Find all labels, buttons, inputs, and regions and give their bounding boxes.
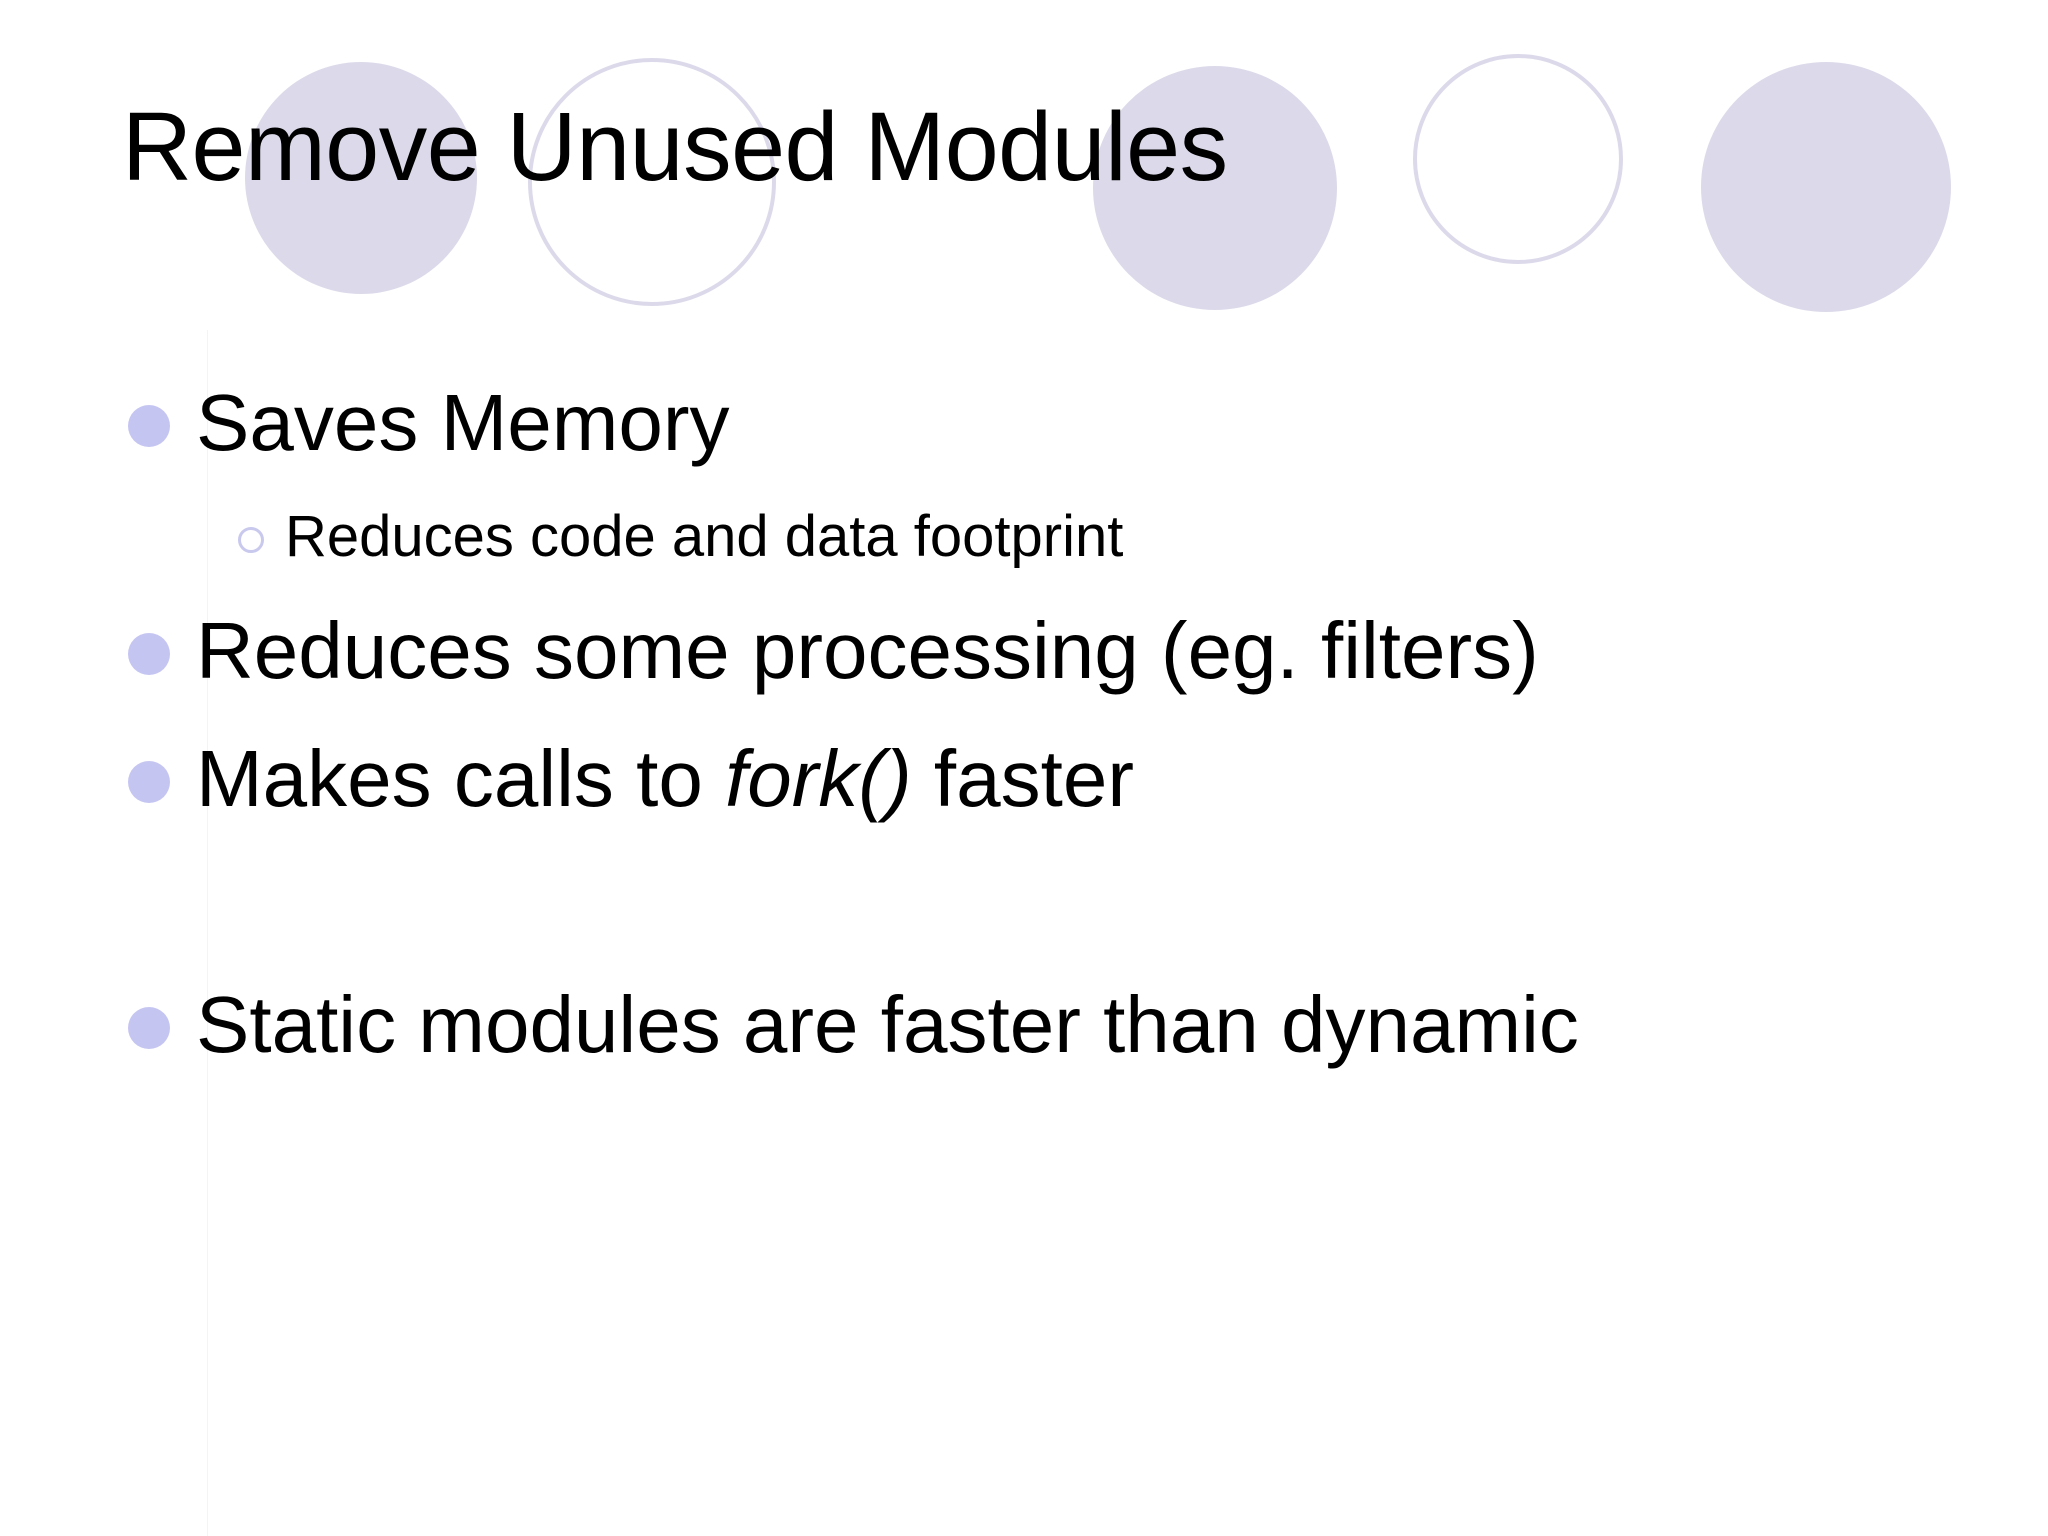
hollow-circle-bullet-icon — [238, 527, 264, 553]
bullet-row: Reduces some processing (eg. filters) — [0, 600, 2048, 728]
bullet-spacer-row — [0, 856, 2048, 974]
filled-circle-bullet-icon — [128, 405, 170, 447]
filled-circle-bullet-icon — [128, 633, 170, 675]
bullet-text-post: faster — [911, 734, 1135, 823]
filled-circle-bullet-icon — [128, 1007, 170, 1049]
bullet-text: Reduces some processing (eg. filters) — [196, 606, 1539, 695]
bullet-text: Reduces code and data footprint — [285, 504, 1124, 569]
slide-title: Remove Unused Modules — [122, 92, 1228, 201]
bullet-row: Static modules are faster than dynamic — [0, 974, 2048, 1102]
content-placeholder-guide — [207, 330, 208, 1536]
bullet-row: Makes calls to fork() faster — [0, 728, 2048, 856]
bullet-text: Saves Memory — [196, 378, 730, 467]
filled-circle-bullet-icon — [128, 761, 170, 803]
bullet-text: Static modules are faster than dynamic — [196, 980, 1579, 1069]
bullet-text-emphasis: fork() — [725, 734, 912, 823]
bullet-text-pre: Makes calls to — [196, 734, 726, 823]
bullet-row: Saves Memory — [0, 372, 2048, 500]
bullet-text: Makes calls to fork() faster — [196, 728, 1134, 830]
bullet-row: Reduces code and data footprint — [0, 500, 2048, 600]
